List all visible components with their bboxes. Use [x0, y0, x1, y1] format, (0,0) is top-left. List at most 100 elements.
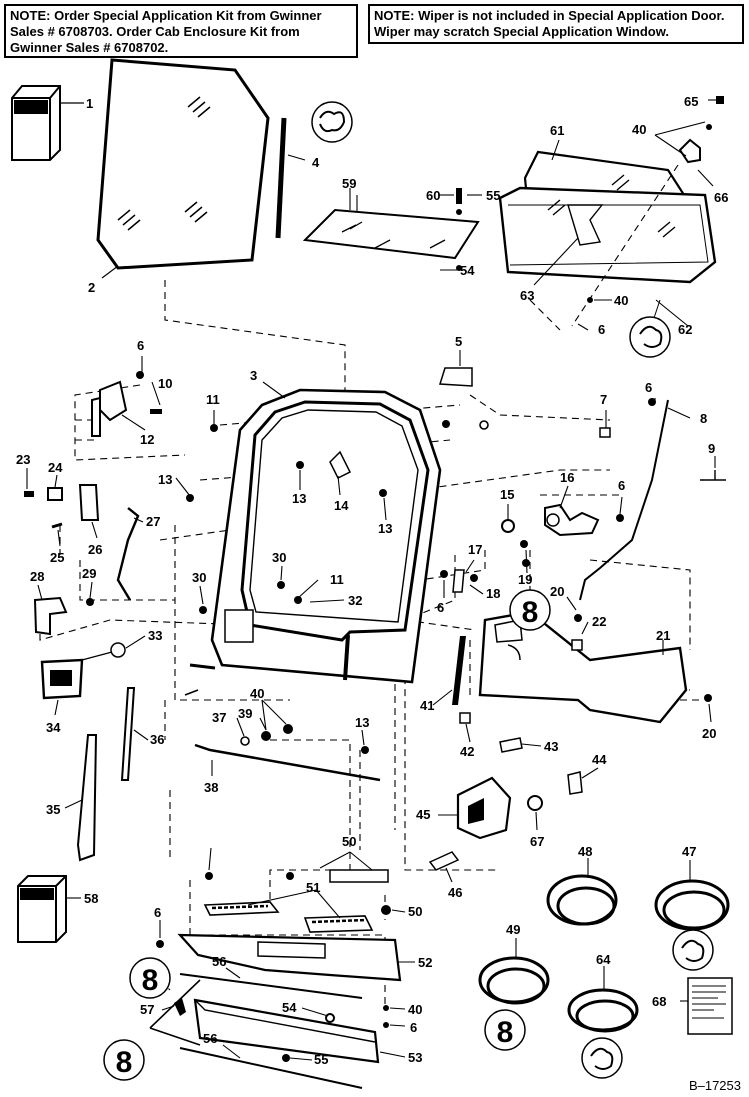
wiper-arm-36 [120, 687, 136, 781]
latch-12 [91, 380, 128, 437]
callout-41: 41 [420, 698, 434, 713]
callout-44: 44 [592, 752, 607, 767]
callout-55-b: 55 [314, 1052, 328, 1067]
grease-icon-56b [103, 1039, 145, 1081]
washer-40 [587, 297, 593, 303]
callout-64: 64 [596, 952, 611, 967]
callout-25: 25 [50, 550, 64, 565]
callout-29: 29 [82, 566, 96, 581]
grease-icon-56a [129, 957, 171, 999]
wiper-motor-16 [544, 503, 600, 537]
callout-6-e: 6 [437, 600, 444, 615]
svg-text:8: 8 [142, 964, 159, 997]
plate-52 [177, 933, 402, 982]
window-glass-2 [96, 58, 270, 270]
callout-30-b: 30 [272, 550, 286, 565]
callout-62: 62 [678, 322, 692, 337]
callout-1: 1 [86, 96, 93, 111]
callout-50: 50 [342, 834, 356, 849]
note-left-heading: NOTE: [10, 8, 51, 23]
callout-6-f: 6 [154, 905, 161, 920]
callout-48: 48 [578, 844, 592, 859]
callout-52: 52 [418, 955, 432, 970]
note-right-text: Wiper is not included in Special Applica… [374, 8, 725, 39]
callout-2: 2 [88, 280, 95, 295]
sealant-icon-64 [581, 1037, 623, 1079]
plate-59 [302, 208, 480, 260]
cable-8 [579, 399, 669, 601]
svg-text:8: 8 [522, 596, 539, 629]
callout-16: 16 [560, 470, 574, 485]
callout-5: 5 [455, 334, 462, 349]
pads-51 [203, 901, 374, 933]
knob-33 [110, 642, 126, 658]
callout-55: 55 [486, 188, 500, 203]
bracket-14 [329, 450, 352, 480]
callout-13-b: 13 [292, 491, 306, 506]
callout-3: 3 [250, 368, 257, 383]
callout-67: 67 [530, 834, 544, 849]
callout-13: 13 [158, 472, 172, 487]
callout-20-b: 20 [702, 726, 716, 741]
callout-43: 43 [544, 739, 558, 754]
sealant-tube-icon [629, 316, 671, 358]
callout-68: 68 [652, 994, 666, 1009]
shaft-41 [452, 636, 466, 705]
callout-28: 28 [30, 569, 44, 584]
callout-23: 23 [16, 452, 30, 467]
callout-40-b: 40 [632, 122, 646, 137]
svg-text:8: 8 [497, 1016, 514, 1049]
callout-10: 10 [158, 376, 172, 391]
callout-39: 39 [238, 706, 252, 721]
callout-59: 59 [342, 176, 356, 191]
callout-17: 17 [468, 542, 482, 557]
callout-22: 22 [592, 614, 606, 629]
callout-27: 27 [146, 514, 160, 529]
nut-65 [678, 96, 724, 164]
callout-32: 32 [348, 593, 362, 608]
callout-8: 8 [700, 411, 707, 426]
callout-15: 15 [500, 487, 514, 502]
callout-37: 37 [212, 710, 226, 725]
callout-65: 65 [684, 94, 698, 109]
sealant-icon-47 [672, 929, 714, 971]
callout-42: 42 [460, 744, 474, 759]
callout-56-b: 56 [203, 1031, 217, 1046]
callout-14: 14 [334, 498, 349, 513]
leader-lines [26, 99, 716, 1061]
drawing-number: B–17253 [688, 1078, 741, 1093]
callout-30: 30 [192, 570, 206, 585]
grease-icon-upper [509, 589, 551, 631]
decal-5 [438, 367, 473, 387]
callout-26: 26 [88, 542, 102, 557]
callout-24: 24 [48, 460, 63, 475]
callout-36: 36 [150, 732, 164, 747]
callout-54-b: 54 [282, 1000, 297, 1015]
callout-6-c: 6 [645, 380, 652, 395]
door-frame-3 [210, 388, 442, 684]
rod-27 [116, 507, 140, 601]
grease-icon-49 [484, 1009, 526, 1051]
callout-20: 20 [550, 584, 564, 599]
callout-40-d: 40 [408, 1002, 422, 1017]
callout-6-d: 6 [618, 478, 625, 493]
tube-50 [329, 869, 389, 883]
callout-66: 66 [714, 190, 728, 205]
callout-45: 45 [416, 807, 430, 822]
motor-housing-21 [478, 610, 688, 724]
bushing-24 [47, 487, 63, 501]
callout-47: 47 [682, 844, 696, 859]
callout-7: 7 [600, 392, 607, 407]
callout-35: 35 [46, 802, 60, 817]
callout-34: 34 [46, 720, 61, 735]
callout-50-b: 50 [408, 904, 422, 919]
callout-18: 18 [486, 586, 500, 601]
seal-strip-4 [275, 101, 353, 239]
callout-60: 60 [426, 188, 440, 203]
callout-58: 58 [84, 891, 98, 906]
bracket-28 [33, 596, 68, 636]
callout-9: 9 [708, 441, 715, 456]
callout-57: 57 [140, 1002, 154, 1017]
callout-6-b: 6 [598, 322, 605, 337]
callout-13-c: 13 [378, 521, 392, 536]
